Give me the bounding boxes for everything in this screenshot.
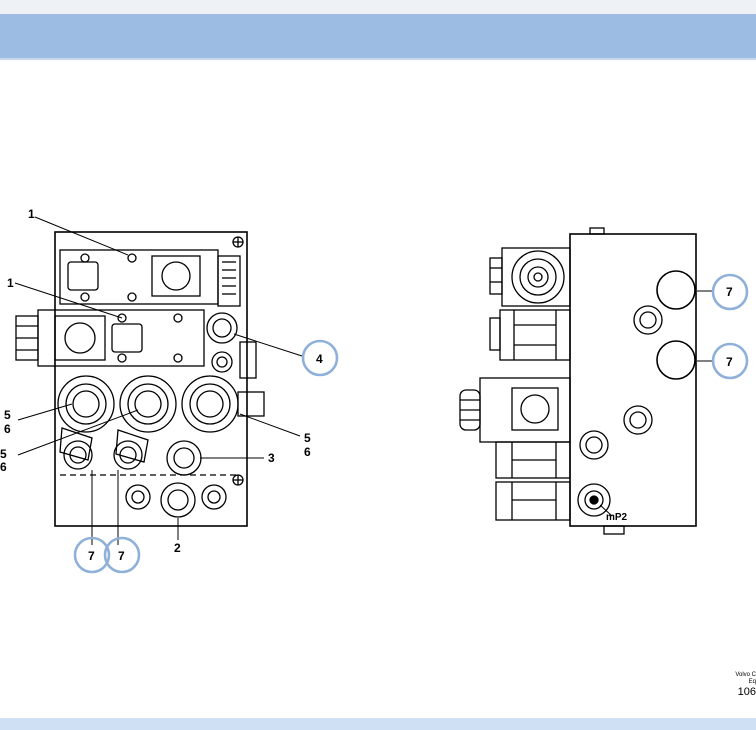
- highlight-rings: [73, 273, 749, 574]
- callout-5-b: 5: [0, 447, 7, 461]
- callout-7-a: 7: [88, 549, 95, 563]
- callout-2: 2: [174, 541, 181, 555]
- callout-7-mid: 7: [726, 355, 733, 369]
- highlight-ring-4: [301, 339, 339, 377]
- header-band: [0, 14, 756, 60]
- footer-band: [0, 718, 756, 730]
- callout-6-a: 6: [4, 422, 11, 436]
- highlight-ring-7b: [103, 536, 141, 574]
- callout-6-b: 6: [0, 460, 7, 474]
- footer-reference: Volvo C Eq 106: [735, 672, 756, 699]
- highlight-ring-7a: [73, 536, 111, 574]
- right-valve-block: [459, 227, 697, 535]
- footer-line-3: 106: [737, 686, 756, 698]
- footer-line-1: Volvo C: [735, 672, 756, 678]
- callout-5-c: 5: [304, 431, 311, 445]
- port-label-mp2: mP2: [606, 512, 628, 523]
- top-strip: [0, 0, 756, 14]
- callout-1-upper: 1: [28, 207, 35, 221]
- callout-7-top: 7: [726, 285, 733, 299]
- highlight-ring-7-mid: [711, 342, 749, 380]
- callout-3: 3: [268, 451, 275, 465]
- left-callout-labels: 1 1 4 5 6 5 6 5 6 3 2 7 7: [0, 207, 323, 563]
- callout-5-a: 5: [4, 408, 11, 422]
- callout-1-lower: 1: [7, 276, 14, 290]
- right-callout-labels: 7 7 mP2: [606, 285, 733, 523]
- left-valve-block: [15, 231, 265, 527]
- footer-line-2: Eq: [748, 679, 756, 685]
- highlight-ring-7-top: [711, 273, 749, 311]
- callout-6-c: 6: [304, 445, 311, 459]
- left-leader-lines: [14, 216, 303, 545]
- right-leader-lines: [599, 290, 712, 517]
- callout-7-b: 7: [118, 549, 125, 563]
- callout-4: 4: [316, 352, 323, 366]
